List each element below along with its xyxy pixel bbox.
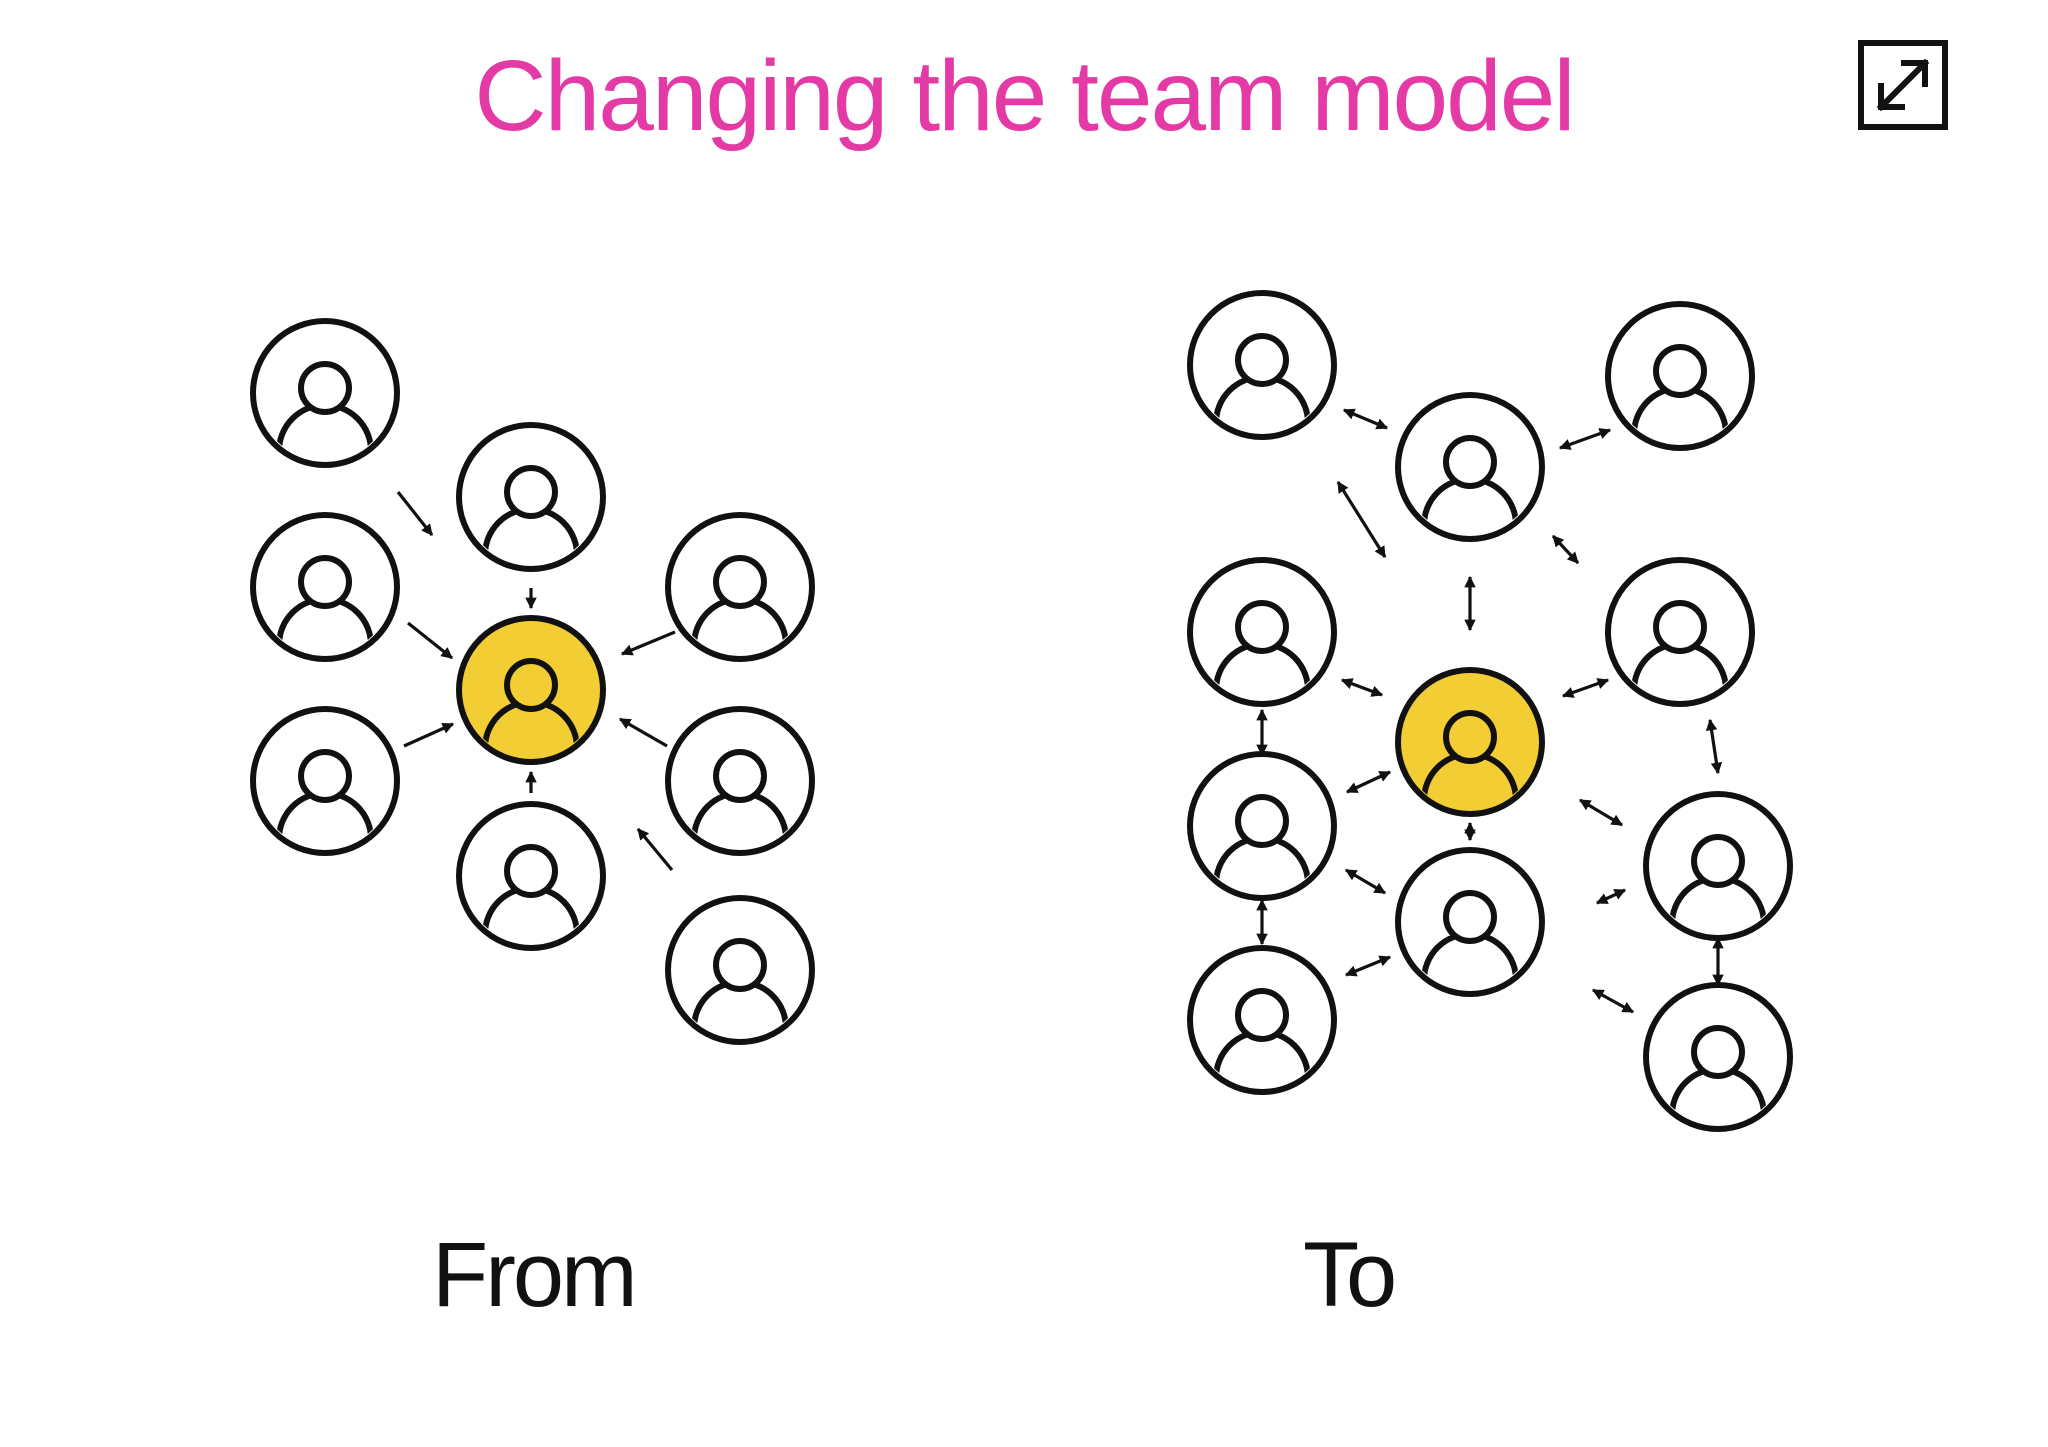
diagram-to: [1187, 290, 1793, 1132]
arrow-from-3: [403, 722, 455, 748]
arrow-to-11: [1579, 798, 1623, 827]
member-to-2: [1395, 392, 1545, 542]
member-from-6: [456, 801, 606, 951]
arrow-to-9: [1345, 770, 1392, 794]
arrow-to-1: [1342, 408, 1389, 430]
arrow-from-6: [619, 717, 668, 748]
arrow-to-2: [1558, 428, 1612, 450]
arrow-to-6: [1340, 678, 1384, 697]
member-from-2: [250, 512, 400, 662]
member-to-5: [1605, 557, 1755, 707]
arrow-to-15: [1595, 888, 1627, 905]
member-to-3: [1605, 301, 1755, 451]
arrow-from-5: [620, 630, 676, 656]
expand-arrows-icon: [1876, 58, 1930, 112]
arrow-to-7: [1561, 678, 1610, 698]
arrow-to-3: [1336, 481, 1387, 558]
expand-button[interactable]: [1858, 40, 1948, 130]
arrow-from-1: [396, 491, 434, 536]
member-to-1: [1187, 290, 1337, 440]
member-to-8: [1395, 847, 1545, 997]
arrow-from-2: [407, 621, 453, 660]
caption-to: To: [1303, 1224, 1397, 1326]
arrow-to-4: [1551, 534, 1580, 565]
member-from-9: [665, 895, 815, 1045]
member-from-8: [665, 706, 815, 856]
member-from-1: [250, 318, 400, 468]
leader-to: [1395, 667, 1545, 817]
arrow-from-8: [636, 827, 674, 872]
member-to-9: [1187, 945, 1337, 1095]
member-from-3: [250, 706, 400, 856]
arrow-to-16: [1344, 955, 1392, 977]
member-from-7: [665, 512, 815, 662]
caption-from: From: [432, 1224, 638, 1326]
leader-from: [456, 615, 606, 765]
member-to-7: [1187, 751, 1337, 901]
member-to-10: [1643, 791, 1793, 941]
arrow-to-13: [1345, 868, 1386, 895]
member-to-11: [1643, 982, 1793, 1132]
slide-title: Changing the team model: [474, 40, 1575, 152]
arrow-to-10: [1705, 718, 1723, 775]
arrow-to-18: [1591, 988, 1635, 1014]
member-to-4: [1187, 557, 1337, 707]
diagram-from: [250, 318, 815, 1045]
member-from-4: [456, 422, 606, 572]
